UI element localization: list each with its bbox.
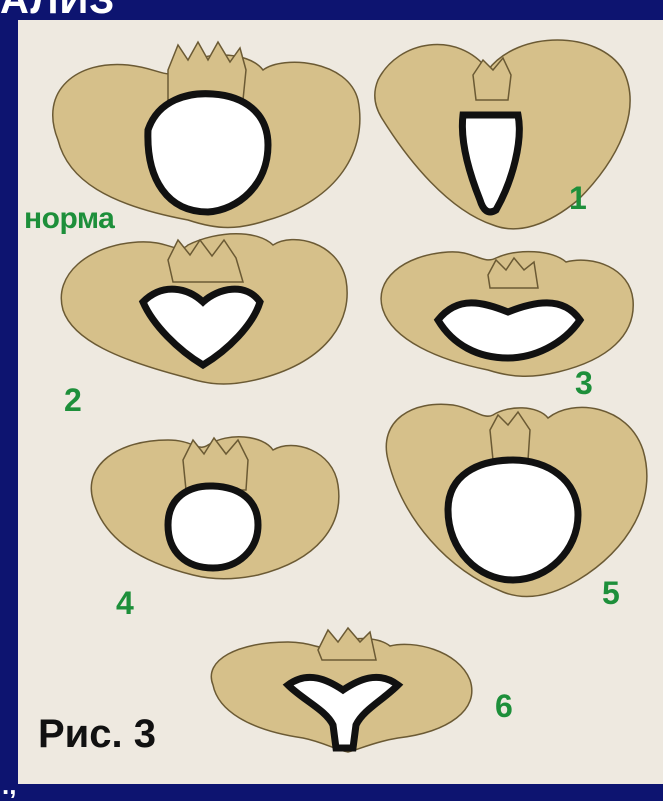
label-1: 1 bbox=[569, 180, 587, 217]
pelvis-normal bbox=[53, 42, 360, 228]
figure-caption: Рис. 3 bbox=[38, 712, 156, 757]
pelvis-type-3 bbox=[381, 252, 633, 377]
label-4: 4 bbox=[116, 585, 134, 622]
label-6: 6 bbox=[495, 688, 513, 725]
pelvis-drawings: .bone { fill:#d6c08a; stroke:#6b5a34; st… bbox=[18, 20, 663, 784]
label-5: 5 bbox=[602, 575, 620, 612]
slide-bottom-fragment: ., bbox=[2, 770, 16, 801]
pelvis-type-2 bbox=[61, 234, 347, 384]
label-2: 2 bbox=[64, 382, 82, 419]
label-3: 3 bbox=[575, 365, 593, 402]
pelvis-shapes-figure: .bone { fill:#d6c08a; stroke:#6b5a34; st… bbox=[18, 20, 663, 784]
pelvis-type-5 bbox=[386, 404, 647, 596]
pelvis-type-1 bbox=[375, 40, 630, 229]
pelvis-type-6 bbox=[211, 628, 472, 752]
label-norm: норма bbox=[24, 202, 114, 236]
pelvis-type-4 bbox=[91, 437, 339, 579]
